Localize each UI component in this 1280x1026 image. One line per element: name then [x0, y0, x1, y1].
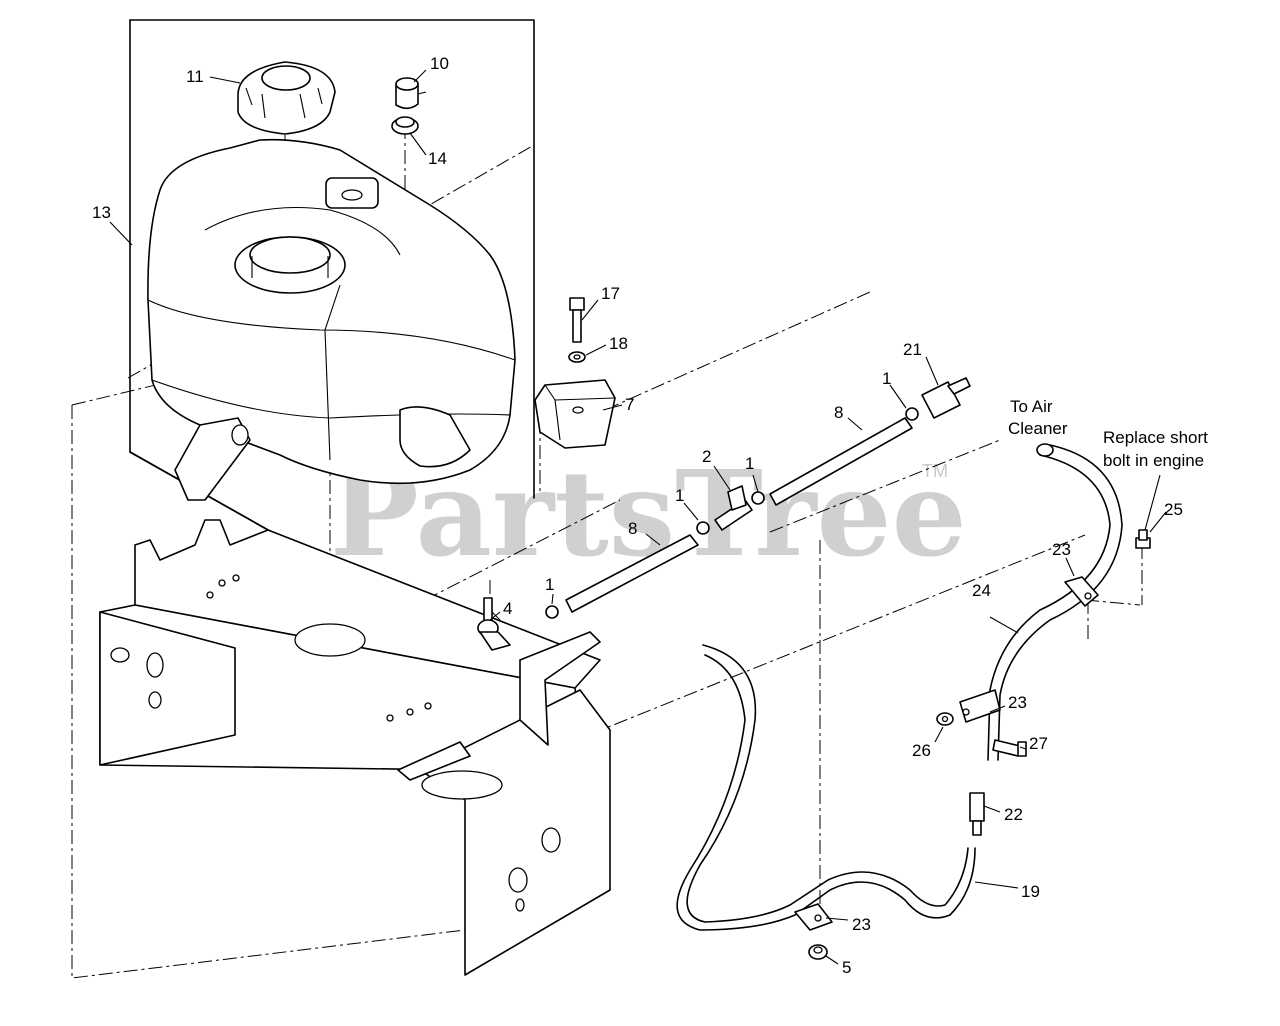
callout-23-middle: 23	[1008, 693, 1027, 712]
callout-17: 17	[601, 284, 620, 303]
lock-nut	[808, 944, 828, 960]
note-replace-bolt-line2: bolt in engine	[1103, 451, 1204, 470]
grommet	[391, 116, 419, 135]
callout-22: 22	[1004, 805, 1023, 824]
note-air-cleaner-line1: To Air	[1010, 397, 1053, 416]
fuel-line-clamp-lower	[794, 903, 833, 931]
notes: To Air Cleaner Replace short bolt in eng…	[1008, 397, 1208, 470]
callout-1-line: 1	[675, 486, 684, 505]
pulse-line-clamp-upper	[1064, 576, 1099, 607]
note-replace-bolt-line1: Replace short	[1103, 428, 1208, 447]
mounting-frame	[99, 417, 611, 976]
callout-1-filter: 1	[882, 369, 891, 388]
callout-11: 11	[186, 67, 204, 86]
callout-14: 14	[428, 149, 447, 168]
callout-10: 10	[430, 54, 449, 73]
engine-bolt	[1135, 529, 1151, 549]
callout-4: 4	[503, 599, 512, 618]
callout-27: 27	[1029, 734, 1048, 753]
vent-fitting	[395, 77, 427, 110]
callout-1-valve: 1	[745, 454, 754, 473]
callout-25: 25	[1164, 500, 1183, 519]
fuel-line-upper	[769, 417, 913, 506]
callout-1-outlet: 1	[545, 575, 554, 594]
pulse-line-clamp-middle	[959, 689, 1001, 723]
fuel-filter	[921, 377, 971, 419]
pulse-line	[987, 443, 1123, 761]
fuel-cap	[237, 61, 336, 135]
callout-5: 5	[842, 958, 851, 977]
callout-13: 13	[92, 203, 111, 222]
callout-24: 24	[972, 581, 991, 600]
hose-clamps	[545, 407, 919, 619]
tank-bracket	[534, 379, 616, 449]
callout-26: 26	[912, 741, 931, 760]
hose-fitting	[969, 792, 985, 836]
nut	[936, 712, 954, 726]
fuel-line-loop	[676, 644, 976, 931]
callout-7: 7	[625, 395, 634, 414]
callout-23-lower: 23	[852, 915, 871, 934]
callout-8-upper: 8	[834, 403, 843, 422]
fuel-tank	[147, 138, 516, 485]
fuel-line-lower	[565, 534, 699, 613]
callout-2: 2	[702, 447, 711, 466]
shutoff-valve	[714, 485, 753, 531]
leader-lines	[109, 69, 1167, 965]
callout-21: 21	[903, 340, 922, 359]
note-air-cleaner-line2: Cleaner	[1008, 419, 1068, 438]
washer	[568, 351, 586, 363]
watermark-trademark: TM	[922, 461, 948, 481]
callout-19: 19	[1021, 882, 1040, 901]
callout-labels: 11 10 14 13 17 18 7 21 1 8 1 2 1 8 1 4 2…	[92, 54, 1183, 977]
callout-18: 18	[609, 334, 628, 353]
callout-23-upper: 23	[1052, 540, 1071, 559]
bolt	[569, 297, 585, 343]
callout-8-lower: 8	[628, 519, 637, 538]
tank-outlet	[477, 597, 511, 651]
